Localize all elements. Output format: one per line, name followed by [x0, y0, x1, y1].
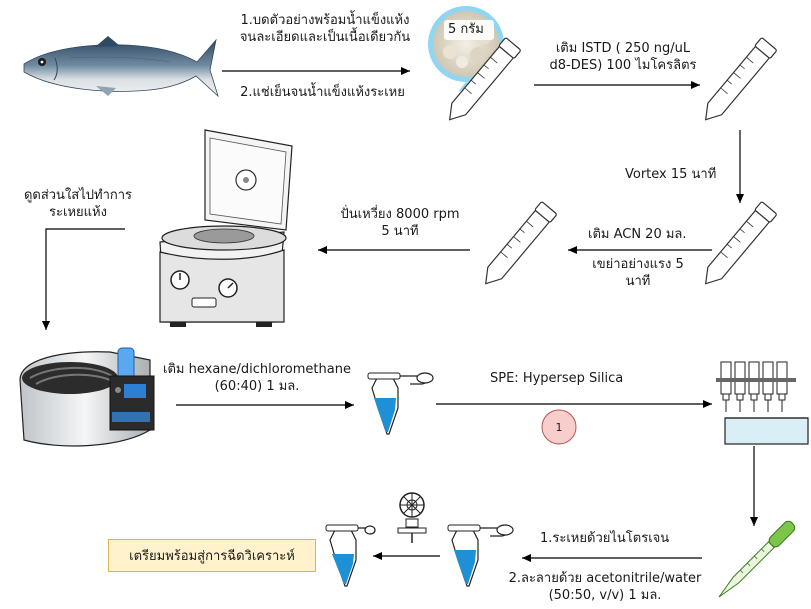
step-centrifuge-line-1: ปั่นเหวี่ยง 8000 rpm	[340, 207, 460, 222]
step-transfer-line-1: ดูดส่วนใสไปทำการ	[23, 188, 133, 203]
microtube-1	[367, 372, 434, 435]
step-reconstitute-line-1: เติม hexane/dichloromethane	[163, 362, 351, 377]
step-acn-label: เติม ACN 20 มล.	[588, 226, 687, 243]
falcon-tube-2	[705, 37, 777, 121]
sample-weight-label: 5 กรัม	[448, 22, 484, 37]
step-reconstitute-line-2: (60:40) 1 มล.	[214, 379, 300, 394]
falcon-tube-3	[705, 201, 777, 285]
evaporator-illustration	[19, 347, 155, 447]
step-grind-line-2: จนละเอียดและเป็นเนื้อเดียวกัน	[239, 30, 411, 45]
pasteur-pipette-illustration	[718, 520, 796, 598]
step-istd-line-1: เติม ISTD ( 250 ng/uL	[555, 41, 691, 56]
step-grind-line-1: 1.บดตัวอย่างพร้อมน้ำแข็งแห้ง	[240, 13, 410, 28]
spe-manifold-illustration	[716, 361, 809, 445]
step-centrifuge-label: ปั่นเหวี่ยง 8000 rpm 5 นาที	[320, 206, 480, 240]
step-shake-label: เขย่าอย่างแรง 5 นาที	[578, 256, 698, 290]
step-acn-line-1: เติม ACN 20 มล.	[588, 227, 687, 242]
fish-illustration	[23, 36, 219, 98]
step-redissolve-line-2: (50:50, v/v) 1 มล.	[548, 588, 662, 603]
step-centrifuge-line-2: 5 นาที	[381, 224, 419, 239]
spe-step-badge	[541, 409, 577, 445]
spe-badge-number: 1	[555, 421, 563, 434]
microtube-3	[325, 524, 376, 587]
step-dry-n2-label: 1.ระเหยด้วยไนโตรเจน	[540, 531, 670, 546]
step-reconstitute-label: เติม hexane/dichloromethane (60:40) 1 มล…	[152, 361, 362, 395]
falcon-tube-1	[449, 37, 521, 121]
microtube-2	[447, 524, 514, 587]
step-istd-line-2: d8-DES) 100 ไมโครลิตร	[549, 58, 697, 73]
centrifuge-illustration	[159, 129, 293, 327]
step-istd-label: เติม ISTD ( 250 ng/uL d8-DES) 100 ไมโครล…	[528, 40, 718, 74]
step-transfer-label: ดูดส่วนใสไปทำการ ระเหยแห้ง	[10, 187, 146, 221]
step-shake-line-1: เขย่าอย่างแรง 5	[592, 257, 684, 272]
step-grind-label: 1.บดตัวอย่างพร้อมน้ำแข็งแห้ง จนละเอียดแล…	[200, 12, 450, 46]
arrow-centrifuge-to-evaporator	[42, 228, 125, 330]
step-sublime-label: 2.แช่เย็นจนน้ำแข็งแห้งระเหย	[240, 85, 405, 100]
step-vortex-label: Vortex 15 นาที	[625, 167, 717, 182]
final-step-box: เตรียมพร้อมสู่การฉีดวิเคราะห์	[108, 539, 316, 572]
step-redissolve-label: 2.ละลายด้วย acetonitrile/water (50:50, v…	[495, 570, 715, 604]
step-redissolve-line-1: 2.ละลายด้วย acetonitrile/water	[508, 571, 702, 586]
step-spe-label: SPE: Hypersep Silica	[490, 371, 624, 386]
step-shake-line-2: นาที	[625, 274, 651, 289]
step-transfer-line-2: ระเหยแห้ง	[49, 205, 107, 220]
falcon-tube-4	[485, 201, 557, 285]
syringe-filter-icon	[397, 492, 427, 543]
final-step-label: เตรียมพร้อมสู่การฉีดวิเคราะห์	[129, 549, 295, 564]
